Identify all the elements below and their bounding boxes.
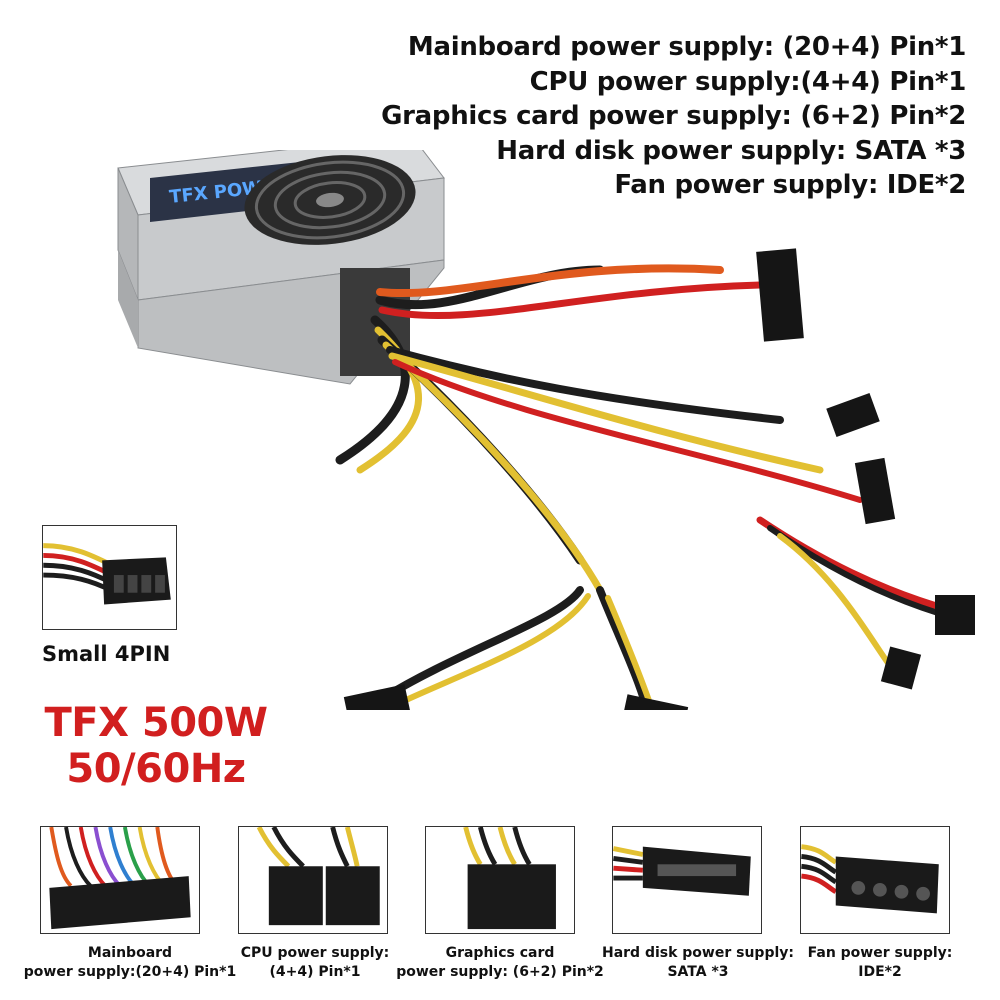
small-4pin-caption: Small 4PIN — [42, 642, 171, 666]
graphics-connector-thumbnail — [425, 826, 575, 934]
caption-graphics: Graphics card power supply: (6+2) Pin*2 — [396, 945, 604, 980]
small-4pin-icon — [43, 543, 171, 605]
mainboard-connector-icon — [49, 827, 191, 930]
caption-cpu: CPU power supply: (4+4) Pin*1 — [240, 945, 390, 980]
model-name: TFX 500W — [44, 700, 269, 746]
spec-graphics: Graphics card power supply: (6+2) Pin*2 — [381, 101, 966, 131]
small-4pin-thumbnail — [42, 525, 177, 630]
caption-fan: Fan power supply: IDE*2 — [807, 945, 953, 980]
cpu-connector-thumbnail — [238, 826, 388, 934]
spec-cpu: CPU power supply:(4+4) Pin*1 — [529, 66, 967, 97]
connectors — [343, 248, 975, 710]
spec-fan: Fan power supply: IDE*2 — [614, 170, 966, 200]
model-frequency: 50/60Hz — [66, 746, 246, 792]
ide-connector-thumbnail — [800, 826, 950, 934]
caption-mainboard: Mainboard power supply:(20+4) Pin*1 — [23, 945, 237, 980]
psu-product-image: TFX POWER — [117, 150, 975, 710]
caption-hdd: Hard disk power supply: SATA *3 — [601, 945, 794, 980]
spec-hdd: Hard disk power supply: SATA *3 — [496, 135, 966, 166]
sata-connector-thumbnail — [612, 826, 762, 934]
model-block: TFX 500W 50/60Hz — [36, 700, 276, 792]
spec-mainboard: Mainboard power supply: (20+4) Pin*1 — [407, 32, 966, 62]
spec-list: Mainboard power supply: (20+4) Pin*1 CPU… — [381, 30, 966, 203]
graphics-connector-icon — [463, 827, 556, 930]
sata-connector-icon — [613, 846, 751, 896]
mainboard-connector-thumbnail — [40, 826, 200, 934]
ide-connector-icon — [801, 844, 939, 914]
cable-bundle — [335, 264, 958, 710]
cpu-connector-icon — [256, 827, 380, 926]
